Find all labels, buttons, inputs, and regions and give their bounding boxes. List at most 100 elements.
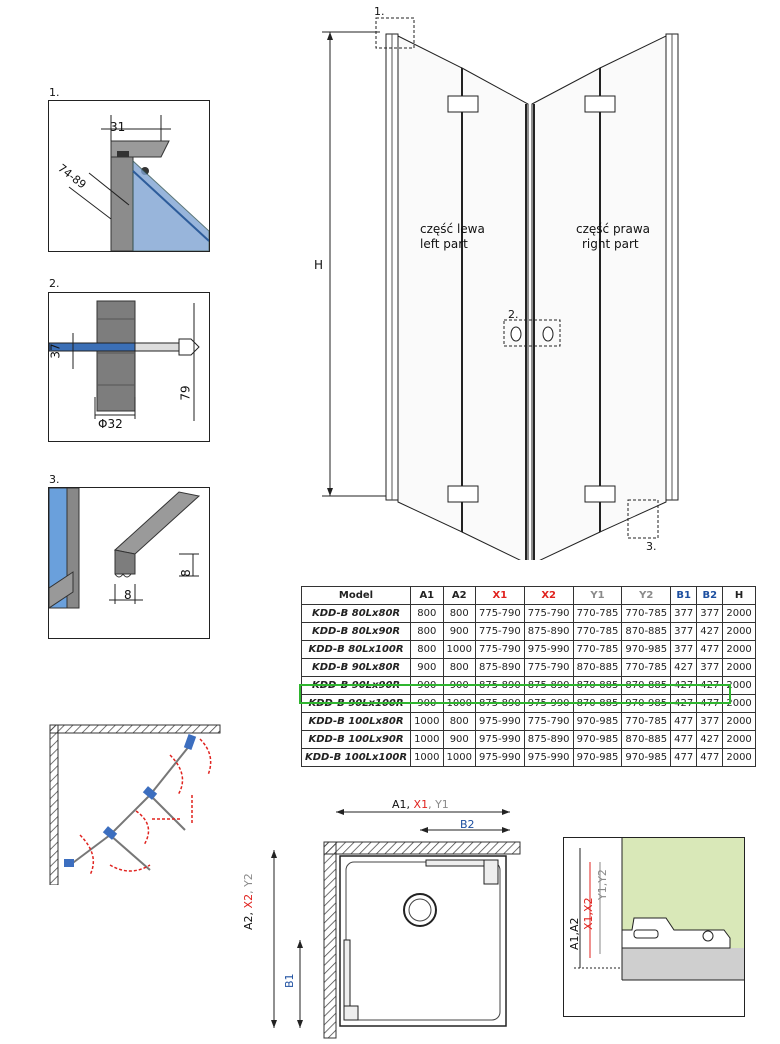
label-y2: , Y2 xyxy=(242,873,255,894)
cell: 2000 xyxy=(722,604,756,623)
cell: 870-885 xyxy=(621,622,672,641)
label-y1: , Y1 xyxy=(428,798,449,811)
cell: 975-990 xyxy=(474,730,525,749)
plan-view xyxy=(271,809,521,1039)
detail-2-diameter: Φ32 xyxy=(98,417,123,431)
cell-model: KDD-B 80Lx100R xyxy=(300,640,412,659)
cell: 1000 xyxy=(442,640,476,659)
cell: 975-990 xyxy=(474,748,525,767)
section-label-x: X1,X2 xyxy=(582,897,595,930)
cell: 2000 xyxy=(722,712,756,731)
cell: 800 xyxy=(410,604,444,623)
cell-model: KDD-B 100Lx80R xyxy=(300,712,412,731)
cell: 970-985 xyxy=(572,712,623,731)
cell: 377 xyxy=(670,640,698,659)
cell: 477 xyxy=(670,730,698,749)
table-row: KDD-B 80Lx90R 800 900 775-790 875-890 77… xyxy=(300,622,756,641)
header-x2: X2 xyxy=(523,586,574,605)
detail-2-box xyxy=(48,292,210,442)
header-a1: A1 xyxy=(410,586,444,605)
section-label-a: A1,A2 xyxy=(568,917,581,950)
cell: 775-790 xyxy=(474,640,525,659)
spec-table: Model A1 A2 X1 X2 Y1 Y2 B1 B2 H KDD-B 80… xyxy=(300,586,756,767)
cell: 477 xyxy=(696,640,724,659)
cell: 975-990 xyxy=(523,748,574,767)
detail-2-number: 2. xyxy=(49,277,60,290)
cell: 1000 xyxy=(442,748,476,767)
cell: 870-885 xyxy=(572,658,623,677)
marker-2: 2. xyxy=(508,308,519,321)
detail-2-h1: 37 xyxy=(48,343,63,359)
cell: 975-990 xyxy=(474,712,525,731)
label-a2: A2, xyxy=(242,908,255,930)
detail-2-drawing xyxy=(49,300,200,421)
header-y1: Y1 xyxy=(572,586,623,605)
cell: 2000 xyxy=(722,640,756,659)
detail-1-box xyxy=(48,100,210,252)
cell: 970-985 xyxy=(572,730,623,749)
cell: 900 xyxy=(442,730,476,749)
cell: 800 xyxy=(442,604,476,623)
cell: 870-885 xyxy=(621,730,672,749)
cell: 377 xyxy=(696,604,724,623)
opening-scheme xyxy=(49,724,221,885)
marker-3: 3. xyxy=(646,540,657,553)
cell: 2000 xyxy=(722,622,756,641)
header-x1: X1 xyxy=(474,586,525,605)
cell: 377 xyxy=(696,658,724,677)
label-a1: A1, xyxy=(392,798,414,811)
table-row: KDD-B 100Lx80R 1000 800 975-990 775-790 … xyxy=(300,712,756,731)
cell: 775-790 xyxy=(523,658,574,677)
cell: 970-985 xyxy=(572,748,623,767)
cell-model: KDD-B 100Lx90R xyxy=(300,730,412,749)
section-label-y: Y1,Y2 xyxy=(596,869,609,900)
left-part-label-pl: część lewa xyxy=(420,222,485,236)
cell: 770-785 xyxy=(621,604,672,623)
cell: 2000 xyxy=(722,730,756,749)
cell-model: KDD-B 100Lx100R xyxy=(300,748,412,767)
cell: 1000 xyxy=(410,730,444,749)
cell: 2000 xyxy=(722,748,756,767)
detail-3-number: 3. xyxy=(49,473,60,486)
header-b1: B1 xyxy=(670,586,698,605)
header-y2: Y2 xyxy=(621,586,672,605)
cell: 975-990 xyxy=(523,640,574,659)
cell: 875-890 xyxy=(474,658,525,677)
table-row: KDD-B 80Lx80R 800 800 775-790 775-790 77… xyxy=(300,604,756,623)
detail-3-height: 8 xyxy=(178,569,193,577)
left-part-label-en: left part xyxy=(420,237,468,251)
cell: 775-790 xyxy=(474,622,525,641)
cell: 900 xyxy=(442,622,476,641)
plan-depth-label: A2, X2, Y2 xyxy=(242,840,255,930)
detail-3-box xyxy=(48,487,210,639)
table-header-row: Model A1 A2 X1 X2 Y1 Y2 B1 B2 H xyxy=(300,586,756,605)
table-row: KDD-B 90Lx80R 900 800 875-890 775-790 87… xyxy=(300,658,756,677)
cell: 775-790 xyxy=(474,604,525,623)
detail-3-drawing xyxy=(49,488,201,609)
detail-1-number: 1. xyxy=(49,86,60,99)
cell: 775-790 xyxy=(523,604,574,623)
right-part-label-pl: część prawa xyxy=(576,222,651,236)
header-model: Model xyxy=(300,586,412,605)
selected-row-highlight xyxy=(299,684,731,704)
cell: 427 xyxy=(670,658,698,677)
label-x1: X1 xyxy=(413,798,429,811)
cell: 770-785 xyxy=(572,622,623,641)
cell: 800 xyxy=(442,658,476,677)
label-b1: B1 xyxy=(283,973,296,988)
cell-model: KDD-B 80Lx80R xyxy=(300,604,412,623)
cell: 800 xyxy=(442,712,476,731)
cell: 875-890 xyxy=(523,730,574,749)
cell: 770-785 xyxy=(621,658,672,677)
table-row: KDD-B 100Lx100R 1000 1000 975-990 975-99… xyxy=(300,748,756,767)
header-b2: B2 xyxy=(696,586,724,605)
cell: 770-785 xyxy=(621,712,672,731)
cell: 427 xyxy=(696,730,724,749)
cell-model: KDD-B 80Lx90R xyxy=(300,622,412,641)
label-x2: X2 xyxy=(242,893,255,909)
cell: 1000 xyxy=(410,748,444,767)
cell: 800 xyxy=(410,622,444,641)
cell: 2000 xyxy=(722,658,756,677)
cell: 900 xyxy=(410,658,444,677)
header-a2: A2 xyxy=(442,586,476,605)
